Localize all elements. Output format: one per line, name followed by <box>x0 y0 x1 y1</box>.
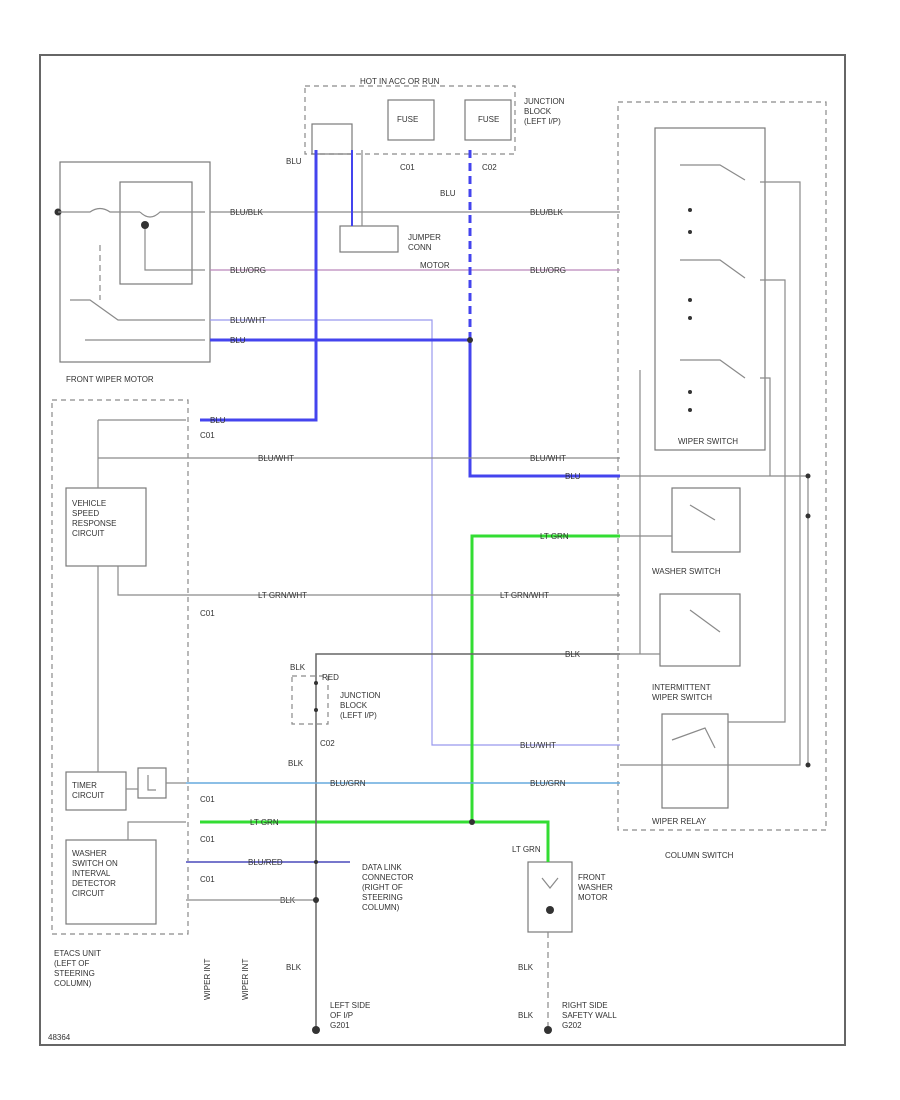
wire-label-lt-grn-wht-1: LT GRN/WHT <box>258 591 307 600</box>
wiper-switch-box <box>654 127 766 451</box>
ground-left-label: LEFT SIDE OF I/P G201 <box>330 1001 373 1030</box>
etacs-unit: VEHICLE SPEED RESPONSE CIRCUIT TIMER CIR… <box>51 399 189 988</box>
wire-label-blu-red: BLU/RED <box>248 858 283 867</box>
conn-label-4: C01 <box>200 835 215 844</box>
wire-label-blu-org-1: BLU/ORG <box>230 266 266 275</box>
wire-label-blu-grn-2: BLU/GRN <box>530 779 566 788</box>
wire-label-blu-wht-1: BLU/WHT <box>230 316 266 325</box>
jumper-conn-label: JUMPER CONN <box>408 233 443 252</box>
junction-block-mid-label: JUNCTION BLOCK (LEFT I/P) <box>340 691 383 720</box>
wire-label-blk-2: BLK <box>290 663 306 672</box>
diagram-code: 48364 <box>48 1033 71 1042</box>
timer-block <box>137 767 167 799</box>
timer-circuit-label: TIMER CIRCUIT <box>72 781 105 800</box>
front-washer-motor-label: FRONT WASHER MOTOR <box>578 873 615 902</box>
wire-label-blk-5: BLK <box>518 963 534 972</box>
wire-label-blu-wht-3: BLU/WHT <box>258 454 294 463</box>
conn-c02-top: C02 <box>482 163 497 172</box>
wiper-relay-label: WIPER RELAY <box>652 817 707 826</box>
wire-label-lt-grn-3: LT GRN <box>512 845 541 854</box>
wire-label-blu-5: BLU <box>440 189 456 198</box>
diagram-border <box>39 54 846 1046</box>
conn-label-3: C01 <box>200 795 215 804</box>
etacs-unit-label: ETACS UNIT (LEFT OF STEERING COLUMN) <box>54 949 103 988</box>
conn-c02-mid: C02 <box>320 739 335 748</box>
wire-label-blu-2: BLU <box>210 416 226 425</box>
wire-label-lt-grn-wht-2: LT GRN/WHT <box>500 591 549 600</box>
wire-label-blu-grn-1: BLU/GRN <box>330 779 366 788</box>
wire-label-lt-grn-2: LT GRN <box>250 818 279 827</box>
vehicle-speed-label: VEHICLE SPEED RESPONSE CIRCUIT <box>72 499 119 538</box>
fuse-box-title: HOT IN ACC OR RUN <box>360 77 440 86</box>
wire-label-blk-3: BLK <box>288 759 304 768</box>
wire-label-blk-6: BLK <box>518 1011 534 1020</box>
vehicle-speed-circuit <box>65 487 147 567</box>
washer-detector-label: WASHER SWITCH ON INTERVAL DETECTOR CIRCU… <box>72 849 120 898</box>
intermittent-switch-box <box>659 593 741 667</box>
timer-circuit <box>65 771 127 811</box>
wire-label-blk-4: BLK <box>286 963 302 972</box>
front-wiper-motor-label: FRONT WIPER MOTOR <box>66 375 154 384</box>
wire-label-blu-3: BLU <box>565 472 581 481</box>
washer-switch-label: WASHER SWITCH <box>652 567 721 576</box>
wire-label-blu-wht-4: BLU/WHT <box>530 454 566 463</box>
ground-right-label: RIGHT SIDE SAFETY WALL G202 <box>562 1001 619 1030</box>
wiper-relay-box <box>661 713 729 809</box>
wire-red-mid: RED <box>322 673 339 682</box>
wire-label-blk-1: BLK <box>565 650 581 659</box>
jumper-connector: JUMPER CONN <box>339 225 443 253</box>
wire-label-blu-1: BLU <box>230 336 246 345</box>
fuse-b-label: FUSE <box>478 115 499 124</box>
front-wiper-motor: FRONT WIPER MOTOR <box>54 161 211 384</box>
wiper-switch-label: WIPER SWITCH <box>678 437 738 446</box>
data-link-label: DATA LINK CONNECTOR (RIGHT OF STEERING C… <box>362 863 416 912</box>
side-label-b: WIPER INT <box>241 959 250 1000</box>
junction-block-mid: JUNCTION BLOCK (LEFT I/P) C02 RED <box>291 673 383 748</box>
column-switch: WIPER SWITCH WASHER SWITCH INTERMITTENT … <box>617 101 827 860</box>
ground-left: LEFT SIDE OF I/P G201 <box>312 1001 373 1034</box>
conn-label-2: C01 <box>200 609 215 618</box>
ground-right: RIGHT SIDE SAFETY WALL G202 <box>544 1001 619 1034</box>
washer-switch-box <box>671 487 741 553</box>
conn-label-1: C01 <box>200 431 215 440</box>
side-label-a: WIPER INT <box>203 959 212 1000</box>
washer-detector-circuit <box>65 839 157 925</box>
wire-label-blu-wht-2: BLU/WHT <box>520 741 556 750</box>
wire-label-lt-grn-1: LT GRN <box>540 532 569 541</box>
motor-note: MOTOR <box>420 261 450 270</box>
fuse-junction-block: HOT IN ACC OR RUN FUSE FUSE JUNCTION BLO… <box>304 77 567 172</box>
wire-label-blu-4: BLU <box>286 157 302 166</box>
conn-c01-top: C01 <box>400 163 415 172</box>
conn-label-5: C01 <box>200 875 215 884</box>
front-washer-motor: FRONT WASHER MOTOR <box>527 861 615 933</box>
intermittent-switch-label: INTERMITTENT WIPER SWITCH <box>652 683 713 702</box>
wire-label-blu-blk-2: BLU/BLK <box>530 208 564 217</box>
junction-block-top-label: JUNCTION BLOCK (LEFT I/P) <box>524 97 567 126</box>
wire-label-blu-org-2: BLU/ORG <box>530 266 566 275</box>
wire-label-blu-blk-1: BLU/BLK <box>230 208 264 217</box>
fuse-a-label: FUSE <box>397 115 418 124</box>
column-switch-label: COLUMN SWITCH <box>665 851 734 860</box>
